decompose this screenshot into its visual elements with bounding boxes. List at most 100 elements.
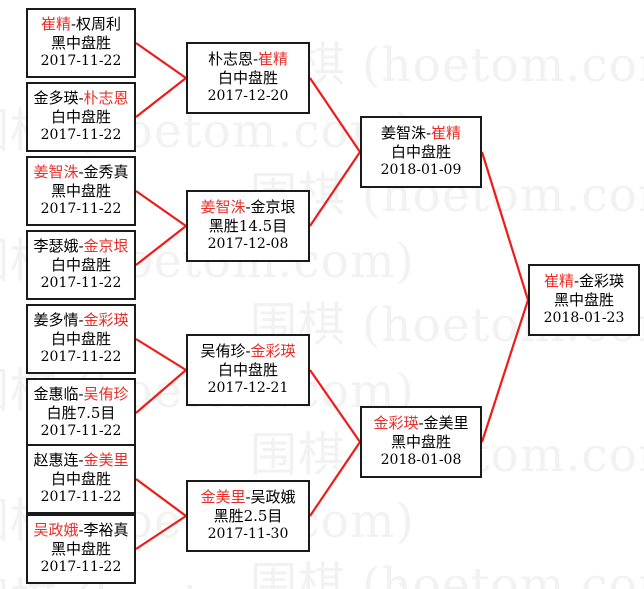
player-right: 吴侑珍 [83, 385, 129, 404]
player-left: 姜多情 [33, 311, 79, 330]
match-players: 姜智洙-崔精 [381, 124, 461, 143]
match-players: 姜多情-金彩瑛 [33, 311, 128, 330]
player-separator: - [245, 488, 251, 507]
player-left: 姜智洙 [380, 124, 426, 143]
match-players: 吴政娥-李裕真 [33, 521, 128, 540]
match-date: 2017-12-20 [207, 88, 289, 105]
player-separator: - [78, 237, 84, 256]
match-players: 金彩瑛-金美里 [373, 414, 468, 433]
match-result: 黑中盘胜 [50, 182, 111, 201]
match-date: 2017-12-21 [207, 380, 289, 397]
player-separator: - [78, 451, 84, 470]
player-separator: - [78, 89, 84, 108]
match-result: 白中盘胜 [390, 143, 451, 162]
match-result: 黑中盘胜 [50, 34, 111, 53]
player-right: 金京垠 [83, 237, 129, 256]
player-separator: - [573, 272, 580, 291]
player-left: 金彩瑛 [373, 414, 419, 433]
match-result: 黑胜14.5目 [208, 217, 288, 236]
match-players: 崔精-权周利 [41, 15, 121, 34]
match-result: 黑中盘胜 [50, 540, 111, 559]
player-right: 金彩瑛 [579, 272, 625, 291]
match-date: 2017-11-22 [40, 53, 122, 70]
player-right: 崔精 [431, 124, 462, 143]
match-players: 姜智洙-金秀真 [33, 163, 128, 182]
match-players: 吴侑珍-金彩瑛 [200, 342, 295, 361]
player-left: 朴志恩 [207, 50, 253, 69]
player-right: 崔精 [258, 50, 289, 69]
player-left: 赵惠连 [33, 451, 79, 470]
match-result: 黑胜2.5目 [213, 507, 283, 526]
match-players: 李瑟娥-金京垠 [33, 237, 128, 256]
player-right: 金美里 [423, 414, 469, 433]
player-right: 金彩瑛 [83, 311, 129, 330]
match-date: 2017-12-08 [207, 236, 289, 253]
player-left: 吴政娥 [33, 521, 79, 540]
player-separator: - [78, 385, 84, 404]
player-separator: - [418, 414, 424, 433]
player-right: 金彩瑛 [250, 342, 296, 361]
player-right: 吴政娥 [250, 488, 296, 507]
player-left: 姜智洙 [33, 163, 79, 182]
match-result: 白胜7.5目 [46, 404, 116, 423]
player-right: 金京垠 [250, 198, 296, 217]
player-right: 金美里 [83, 451, 129, 470]
player-left: 金美里 [200, 488, 246, 507]
match-result: 白中盘胜 [50, 330, 111, 349]
match-result: 黑中盘胜 [553, 291, 614, 310]
match-result: 白中盘胜 [50, 256, 111, 275]
match-players: 赵惠连-金美里 [33, 451, 128, 470]
match-players: 金美里-吴政娥 [200, 488, 295, 507]
player-separator: - [245, 198, 251, 217]
match-players: 金多瑛-朴志恩 [33, 89, 128, 108]
player-separator: - [78, 521, 84, 540]
match-date: 2017-11-22 [40, 201, 122, 218]
match-date: 2017-11-22 [40, 127, 122, 144]
player-separator: - [425, 124, 432, 143]
match-players: 姜智洙-金京垠 [200, 198, 295, 217]
player-left: 吴侑珍 [200, 342, 246, 361]
player-separator: - [78, 163, 84, 182]
player-right: 金秀真 [83, 163, 129, 182]
match-date: 2018-01-09 [380, 162, 462, 179]
match-result: 黑中盘胜 [390, 433, 451, 452]
player-left: 金多瑛 [33, 89, 79, 108]
match-date: 2017-11-22 [40, 275, 122, 292]
player-separator: - [252, 50, 259, 69]
player-left: 李瑟娥 [33, 237, 79, 256]
player-left: 姜智洙 [200, 198, 246, 217]
player-left: 崔精 [40, 15, 71, 34]
player-right: 权周利 [76, 15, 122, 34]
match-result: 白中盘胜 [50, 108, 111, 127]
match-players: 朴志恩-崔精 [208, 50, 288, 69]
player-left: 崔精 [543, 272, 574, 291]
player-separator: - [245, 342, 251, 361]
match-date: 2018-01-23 [543, 310, 625, 327]
match-date: 2017-11-22 [40, 559, 122, 576]
player-right: 李裕真 [83, 521, 129, 540]
match-date: 2017-11-30 [207, 526, 289, 543]
match-result: 白中盘胜 [50, 470, 111, 489]
match-date: 2017-11-22 [40, 489, 122, 506]
match-players: 崔精-金彩瑛 [544, 272, 624, 291]
match-result: 白中盘胜 [217, 69, 278, 88]
match-result: 白中盘胜 [217, 361, 278, 380]
match-players: 金惠临-吴侑珍 [33, 385, 128, 404]
player-right: 朴志恩 [83, 89, 129, 108]
